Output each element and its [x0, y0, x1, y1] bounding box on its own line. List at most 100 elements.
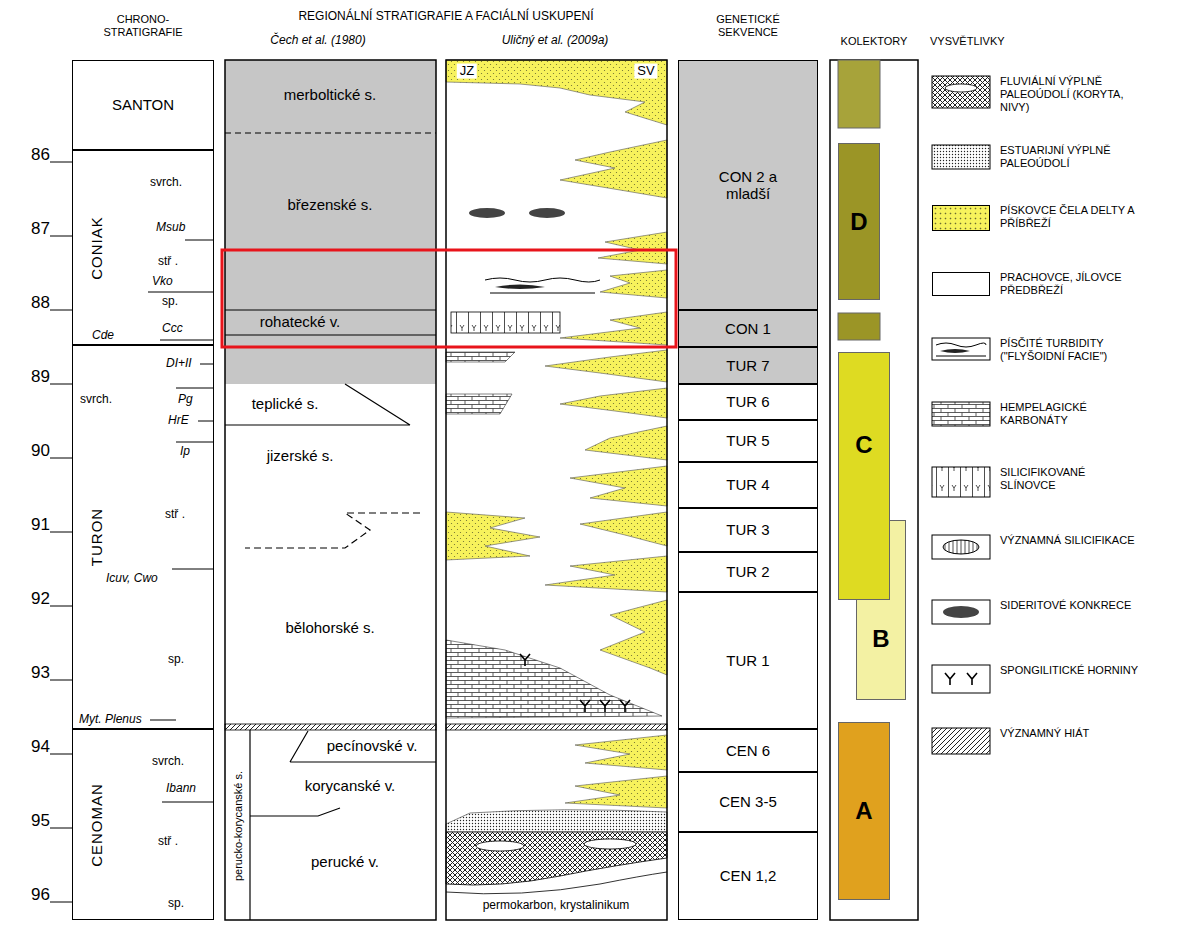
substage-label: stř .: [158, 835, 178, 849]
direction-label: JZ: [457, 64, 477, 79]
zone-label: Ibann: [166, 782, 196, 796]
legend-swatch: [932, 272, 990, 296]
sequence-box: TUR 1: [678, 592, 818, 729]
sequence-name: TUR 2: [726, 563, 769, 580]
unit-label: teplické s.: [252, 395, 319, 412]
unit-label: jizerské s.: [267, 447, 334, 464]
substage-label: stř .: [165, 508, 185, 522]
sequence-box: TUR 4: [678, 462, 818, 508]
collector-bar: A: [838, 722, 890, 900]
unit-label: rohatecké v.: [260, 313, 341, 330]
sequence-name: CON 2 a mladší: [708, 168, 788, 203]
legend-text: PRACHOVCE, JÍLOVCE PŘEDBŘEŽÍ: [1000, 271, 1140, 297]
sequence-box: CON 2 a mladší: [678, 60, 818, 310]
sequence-name: TUR 6: [726, 393, 769, 410]
column-header: REGIONÁLNÍ STRATIGRAFIE A FACIÁLNÍ USKUP…: [298, 10, 593, 24]
sequence-name: CEN 6: [726, 742, 770, 759]
substage-label: sp.: [168, 897, 184, 911]
stage-name: SANTON: [112, 96, 174, 113]
column-header: GENETICKÉ SEKVENCE: [701, 13, 796, 38]
direction-label: SV: [634, 64, 657, 79]
axis-number: 95: [31, 811, 50, 831]
legend-text: SILICIFIKOVANÉ SLÍNOVCE: [1000, 466, 1140, 492]
sequence-box: TUR 2: [678, 552, 818, 592]
axis-number: 94: [31, 737, 50, 757]
stage-box: CENOMAN: [72, 729, 214, 920]
zone-label: Myt. Plenus: [76, 713, 145, 727]
collector-bar: C: [838, 352, 890, 600]
axis-number: 86: [31, 145, 50, 165]
zone-label: HrE: [168, 414, 189, 428]
legend-text: SPONGILITICKÉ HORNINY: [1000, 664, 1140, 677]
legend-text: VÝZNAMNÁ SILICIFIKACE: [1000, 534, 1140, 547]
substage-label: sp.: [162, 295, 178, 309]
unit-label: březenské s.: [287, 196, 372, 213]
zone-label: Ip: [180, 445, 190, 459]
stage-box: CONIAK: [72, 150, 214, 345]
legend-text: PÍSČITÉ TURBIDITY ("FLYŠOIDNÍ FACIE"): [1000, 337, 1140, 363]
legend-text: VÝZNAMNÝ HIÁT: [1000, 727, 1140, 740]
legend-swatch: [932, 205, 990, 231]
legend-text: FLUVIÁLNÍ VÝPLNĚ PALEOÚDOLÍ (KORYTA, NIV…: [1000, 75, 1140, 115]
unit-label: perucko-korycanské s.: [232, 771, 245, 881]
stage-name: CONIAK: [88, 216, 105, 280]
zone-label: Icuv, Cwo: [106, 572, 158, 586]
axis-number: 93: [31, 663, 50, 683]
zone-label: Pg: [178, 393, 193, 407]
sequence-box: CEN 1,2: [678, 832, 818, 920]
unit-label: merboltické s.: [284, 86, 377, 103]
substage-label: svrch.: [80, 393, 112, 407]
sequence-name: TUR 1: [726, 652, 769, 669]
axis-number: 87: [31, 219, 50, 239]
zone-label: Ccc: [162, 322, 183, 336]
zone-label: DI+II: [166, 357, 192, 371]
sequence-box: TUR 6: [678, 384, 818, 420]
sequence-box: TUR 3: [678, 508, 818, 552]
zone-label: Msub: [156, 221, 185, 235]
sequence-name: CEN 3-5: [719, 793, 777, 810]
axis-number: 96: [31, 885, 50, 905]
axis-number: 91: [31, 515, 50, 535]
sequence-name: TUR 3: [726, 521, 769, 538]
zone-label: Cde: [92, 329, 114, 343]
zone-label: Vko: [152, 275, 173, 289]
collector-column: [830, 60, 918, 920]
author-citation: Uličný et al. (2009a): [502, 34, 609, 48]
legend-text: HEMPELAGICKÉ KARBONÁTY: [1000, 401, 1140, 427]
tick-marks: [50, 162, 214, 902]
facies-illustration: [446, 60, 667, 920]
highlight-frame: [222, 250, 676, 347]
column-header: VYSVĚTLIVKY: [930, 35, 1005, 48]
substage-label: stř .: [158, 255, 178, 269]
substage-label: svrch.: [150, 176, 182, 190]
sequence-box: TUR 5: [678, 420, 818, 462]
unit-label: bělohorské s.: [285, 619, 374, 636]
unit-label: korycanské v.: [295, 777, 405, 794]
legend-symbols: [932, 76, 990, 754]
column-header: CHRONO- STRATIGRAFIE: [96, 13, 191, 38]
substage-label: sp.: [168, 653, 184, 667]
regional-column: [225, 60, 436, 920]
sequence-name: CON 1: [725, 320, 771, 337]
axis-number: 88: [31, 293, 50, 313]
sequence-box: CEN 3-5: [678, 772, 818, 832]
column-header: KOLEKTORY: [841, 35, 908, 48]
sequence-box: CON 1: [678, 310, 818, 347]
unit-label: pecínovské v.: [327, 737, 418, 754]
author-citation: Čech et al. (1980): [270, 34, 365, 48]
stage-name: TURON: [88, 508, 105, 566]
sequence-name: CEN 1,2: [720, 867, 777, 884]
substage-label: svrch.: [152, 755, 184, 769]
collector-letter: C: [855, 431, 872, 459]
axis-number: 92: [31, 589, 50, 609]
legend-text: SIDERITOVÉ KONKRECE: [1000, 599, 1140, 612]
stage-box: SANTON: [72, 60, 214, 150]
sequence-name: TUR 5: [726, 432, 769, 449]
basement-label: permokarbon, krystalinikum: [480, 899, 633, 913]
axis-number: 90: [31, 441, 50, 461]
sequence-box: CEN 6: [678, 729, 818, 772]
collector-letter: B: [872, 625, 889, 653]
collector-letter: A: [855, 797, 872, 825]
collector-bar: D: [838, 143, 880, 300]
sequence-name: TUR 4: [726, 476, 769, 493]
